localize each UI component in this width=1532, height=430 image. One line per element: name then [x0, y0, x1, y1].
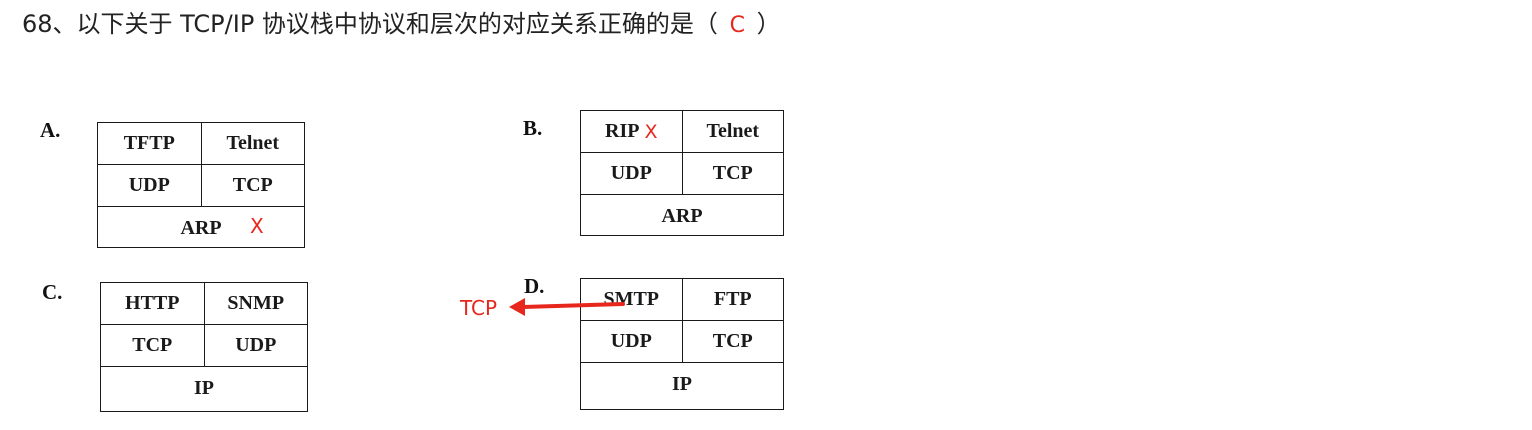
stack-row: RIP X Telnet	[581, 111, 783, 153]
option-a-label: A.	[40, 118, 61, 142]
stack-bottom-cell: ARP	[661, 204, 703, 227]
question-close-paren: ）	[756, 10, 781, 38]
stack-cell: TCP	[681, 321, 784, 362]
wrong-mark-a: X	[250, 214, 264, 238]
answer-mark: C	[729, 13, 745, 38]
option-b-stack: RIP X Telnet UDP TCP ARP	[580, 110, 784, 236]
stack-cell: Telnet	[200, 123, 305, 164]
stack-cell: UDP	[610, 330, 652, 352]
stack-bottom-cell: IP	[672, 372, 692, 395]
stack-cell: FTP	[681, 279, 784, 320]
stack-row: UDP TCP	[98, 165, 304, 207]
stack-cell: SNMP	[203, 283, 308, 324]
tcp-annotation: TCP	[460, 296, 498, 320]
option-c-stack: HTTP SNMP TCP UDP IP	[100, 282, 308, 412]
stack-cell: TFTP	[123, 132, 175, 154]
stack-cell-text: RIP	[605, 120, 640, 142]
question-stem: 68、以下关于 TCP/IP 协议栈中协议和层次的对应关系正确的是（	[22, 10, 718, 38]
red-arrow-icon	[509, 298, 625, 316]
stack-row: UDP TCP	[581, 321, 783, 363]
stack-bottom-cell: ARP	[180, 216, 222, 239]
stack-row: HTTP SNMP	[101, 283, 307, 325]
stack-cell: TCP	[681, 153, 784, 194]
wrong-mark-b: X	[644, 120, 658, 143]
stack-row: UDP TCP	[581, 153, 783, 195]
stack-row: TFTP Telnet	[98, 123, 304, 165]
stack-cell: UDP	[203, 325, 308, 366]
stack-cell: TCP	[200, 165, 305, 206]
option-d-label: D.	[524, 274, 545, 298]
stack-cell: UDP	[128, 174, 170, 196]
stack-cell: Telnet	[681, 111, 784, 152]
option-b-label: B.	[523, 116, 543, 140]
option-a-stack: TFTP Telnet UDP TCP ARP	[97, 122, 305, 248]
stack-cell: UDP	[610, 162, 652, 184]
stack-row: TCP UDP	[101, 325, 307, 367]
stack-cell: RIP X	[581, 111, 682, 152]
stack-cell: TCP	[132, 334, 173, 356]
option-c-label: C.	[42, 280, 63, 304]
stack-cell: HTTP	[125, 292, 180, 314]
question-text: 68、以下关于 TCP/IP 协议栈中协议和层次的对应关系正确的是（ C ）	[22, 4, 781, 44]
stack-bottom-cell: IP	[194, 376, 214, 399]
